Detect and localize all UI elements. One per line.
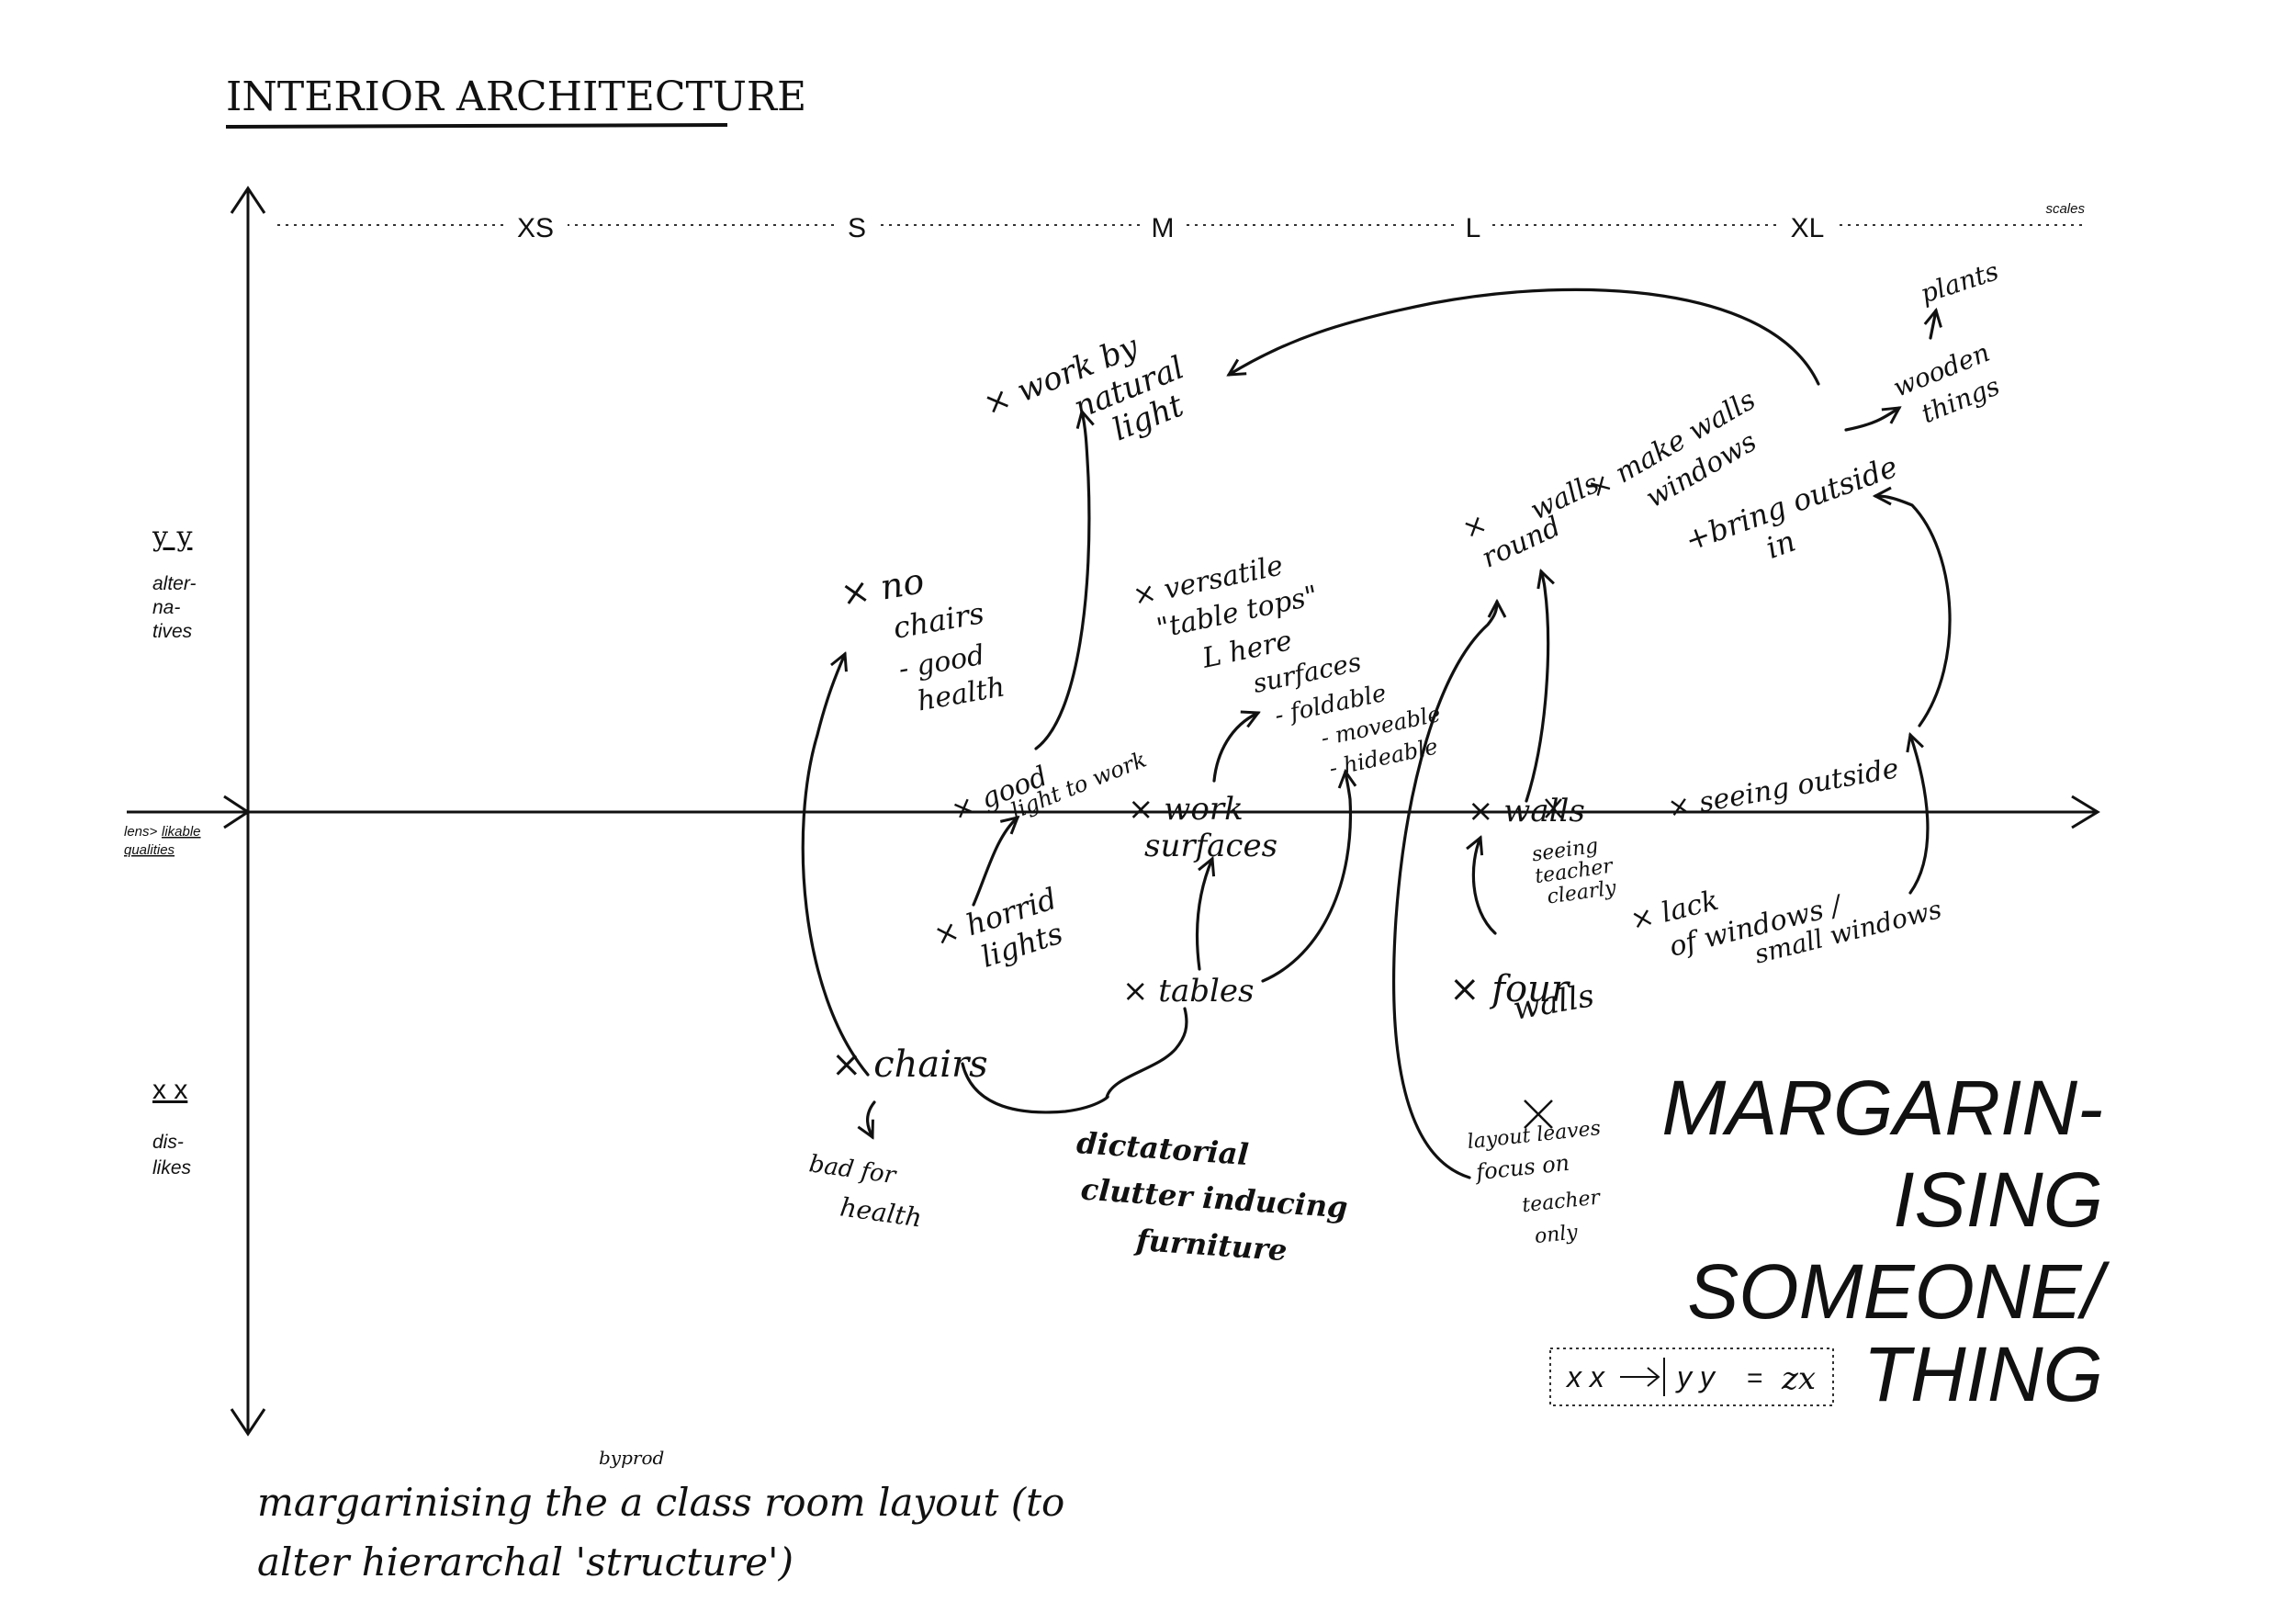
scale-axis-end-label: scales bbox=[2045, 201, 2085, 217]
horizontal-axis-tick-arrow bbox=[223, 795, 251, 829]
horizontal-axis-arrow bbox=[2071, 795, 2100, 829]
headline-line-2: ISING bbox=[1893, 1156, 2103, 1243]
arrow-work-surfaces-to-versatile bbox=[1212, 713, 1258, 783]
arrow-tables-to-versatile bbox=[1261, 772, 1350, 983]
headline-line-3: SOMEONE/ bbox=[1687, 1248, 2110, 1335]
formula-equals: = bbox=[1747, 1363, 1763, 1393]
scale-label-l: L bbox=[1466, 213, 1481, 243]
arrow-bring-outside-to-wooden bbox=[1844, 408, 1899, 432]
headline-line-1: MARGARIN- bbox=[1661, 1065, 2103, 1151]
scale-label-xl: XL bbox=[1791, 213, 1825, 243]
arrow-bring-outside-to-natural-light bbox=[1229, 288, 1820, 386]
note-bottom-line-2: alter hierarchal 'structure') bbox=[257, 1539, 793, 1585]
note-dictatorial: dictatorial bbox=[1075, 1125, 1250, 1172]
note-focus-on: focus on bbox=[1473, 1150, 1570, 1186]
vertical-axis-arrow-down bbox=[230, 1408, 266, 1437]
cross-mark-walls bbox=[1545, 798, 1562, 818]
arrow-seeing-outside-to-bring-outside bbox=[1875, 496, 1952, 727]
arrow-wooden-to-plants bbox=[1930, 310, 1936, 340]
arrow-lack-windows-to-seeing-outside bbox=[1910, 735, 1930, 895]
arrow-chairs-to-bad-health bbox=[868, 1100, 876, 1137]
note-furniture: furniture bbox=[1133, 1223, 1289, 1269]
formula-box bbox=[1549, 1348, 1834, 1406]
scale-label-m: M bbox=[1152, 213, 1175, 243]
formula-yy: y y bbox=[1675, 1360, 1716, 1393]
note-four: × four bbox=[1449, 968, 1571, 1010]
note-plants: plants bbox=[1917, 255, 2002, 309]
note-layout-leaves: layout leaves bbox=[1467, 1117, 1603, 1154]
note-seeing-outside: × seeing outside bbox=[1665, 752, 1901, 825]
x-axis-label-qualities: qualities bbox=[124, 842, 175, 858]
note-tables: × tables bbox=[1122, 973, 1254, 1009]
scale-label-s: S bbox=[848, 213, 866, 243]
arrow-horrid-to-good-light bbox=[972, 818, 1018, 907]
note-work-x: × work bbox=[1128, 791, 1244, 828]
headline-line-4: THING bbox=[1863, 1331, 2103, 1417]
note-chairs: × chairs bbox=[831, 1043, 988, 1086]
note-clutter: clutter inducing bbox=[1080, 1171, 1349, 1224]
alternatives-desc-2: na- bbox=[152, 597, 180, 618]
page-title: INTERIOR ARCHITECTURE bbox=[226, 73, 806, 120]
alternatives-desc-1: alter- bbox=[152, 573, 196, 594]
scale-label-xs: XS bbox=[517, 213, 554, 243]
note-bottom-line-1: margarinising the a class room layout (t… bbox=[257, 1480, 1064, 1525]
title-underline bbox=[225, 123, 728, 129]
alternatives-desc-3: tives bbox=[152, 621, 193, 642]
note-surfaces: surfaces bbox=[1144, 828, 1277, 864]
arrow-chairs-to-no-chairs bbox=[801, 654, 870, 1077]
note-teacher-only: teacher bbox=[1521, 1186, 1603, 1217]
note-health-bad: health bbox=[838, 1191, 924, 1233]
note-walls: × walls bbox=[1468, 793, 1585, 829]
cross-out-mark bbox=[1524, 1100, 1553, 1129]
arrow-layout-focus-to-round-walls bbox=[1391, 602, 1497, 1179]
arrow-four-walls-to-walls bbox=[1473, 838, 1497, 935]
dislikes-desc-1: dis- bbox=[152, 1132, 184, 1153]
note-byprod: byprod bbox=[599, 1447, 664, 1469]
brace-chairs-tables bbox=[961, 1007, 1188, 1114]
arrow-walls-to-round-walls bbox=[1525, 571, 1548, 803]
note-round-walls: walls bbox=[1525, 468, 1604, 527]
note-only: only bbox=[1534, 1221, 1580, 1248]
arrow-tables-to-work-surfaces bbox=[1195, 859, 1212, 971]
formula-arrow bbox=[1620, 1367, 1660, 1387]
note-bad-for: bad for bbox=[807, 1150, 899, 1190]
x-axis-label-likable: likable bbox=[162, 824, 201, 840]
dislikes-key: x x bbox=[152, 1075, 187, 1105]
dislikes-desc-2: likes bbox=[152, 1157, 192, 1179]
x-axis-label-lens: lens> bbox=[124, 824, 158, 840]
alternatives-key: y y bbox=[152, 521, 192, 553]
formula-xx: x x bbox=[1565, 1360, 1605, 1393]
vertical-axis-arrow-up bbox=[230, 186, 266, 214]
formula-result: zx bbox=[1781, 1360, 1816, 1397]
arrow-good-light-to-natural-light bbox=[1034, 412, 1089, 750]
